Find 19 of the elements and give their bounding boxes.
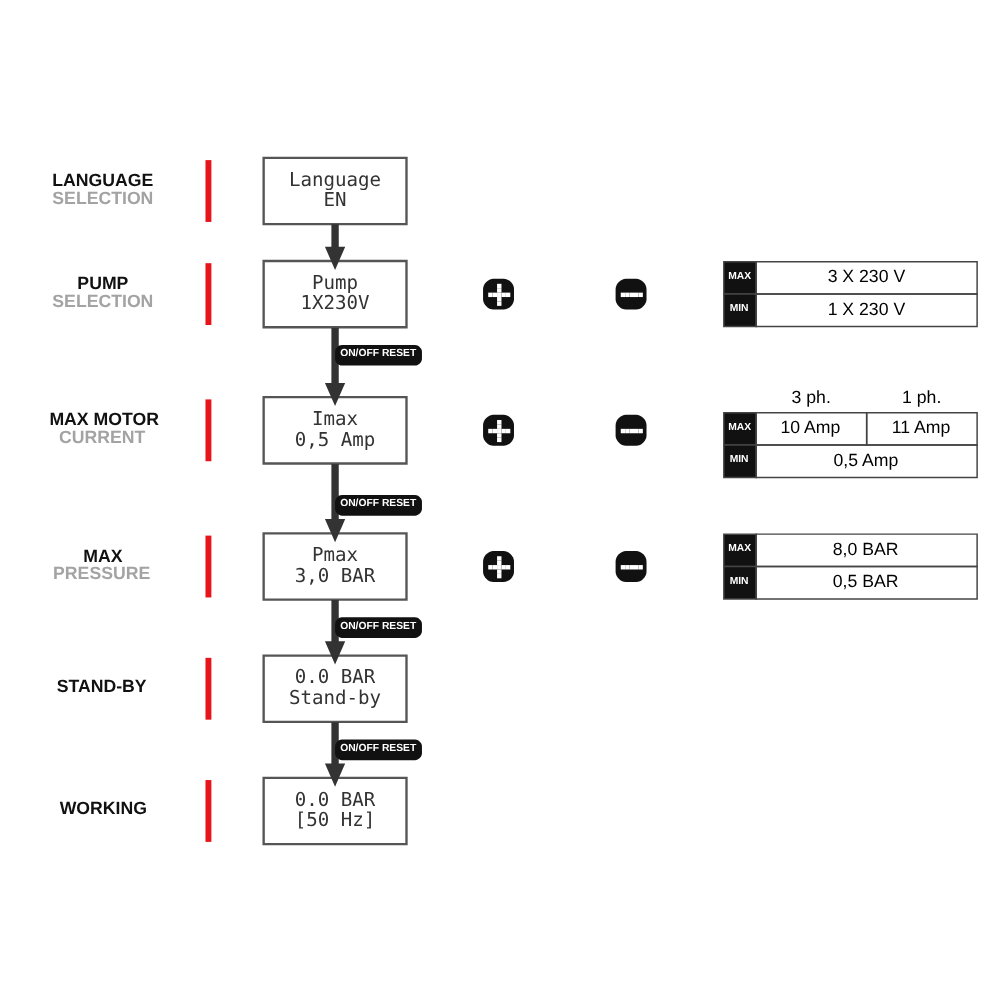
label: 11 Amp [891, 416, 951, 437]
label: 8,0 BAR [832, 537, 899, 558]
label: 1 X 230 V [827, 297, 906, 318]
label: 10 Amp [780, 416, 841, 437]
label: SELECTION [52, 186, 154, 207]
label: PRESSURE [53, 562, 151, 583]
label: 0,5 Amp [833, 448, 899, 469]
label: CURRENT [58, 425, 146, 446]
label: MAX [83, 544, 123, 565]
label: SELECTION [52, 289, 154, 310]
label: 3 X 230 V [827, 265, 906, 286]
label: MAX MOTOR [49, 408, 159, 429]
label: LANGUAGE [52, 169, 154, 190]
label: 0,5 BAR [832, 570, 899, 591]
label: 3 ph. [791, 385, 831, 406]
label: PUMP [77, 272, 129, 293]
label: WORKING [59, 797, 148, 818]
label: 1 ph. [902, 385, 942, 406]
label: STAND-BY [56, 674, 147, 695]
